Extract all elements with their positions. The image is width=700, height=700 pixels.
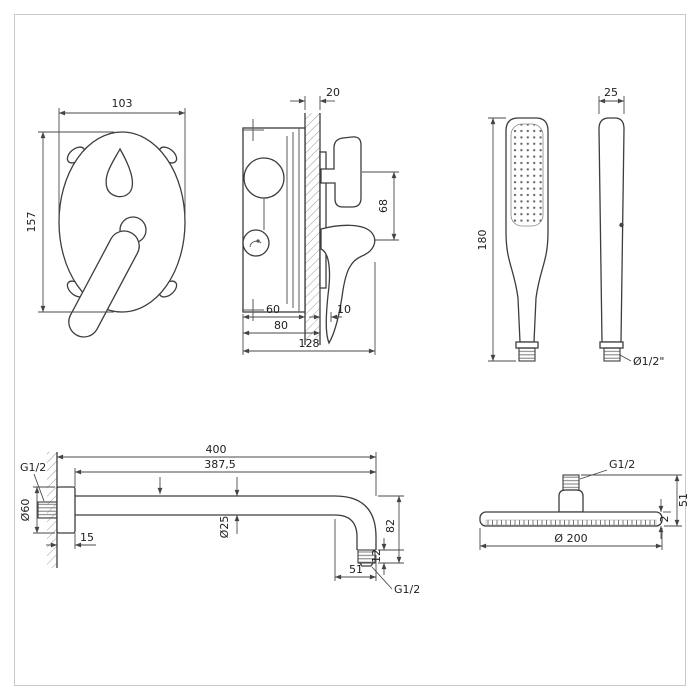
dim-pipe-diameter-25: Ø25 — [157, 477, 240, 539]
wall-flange — [56, 486, 76, 534]
dim-rim-2: 2 — [658, 499, 671, 539]
dim-label: 103 — [112, 97, 133, 110]
dim-length-180: 180 — [476, 117, 516, 362]
label-head-thread: G1/2 — [579, 458, 635, 480]
mode-button — [619, 222, 624, 228]
dim-width-25: 25 — [598, 86, 625, 114]
dim-gap-10: 10 — [309, 303, 351, 322]
dim-label: 2 — [658, 516, 671, 523]
mixer-front-view: 103 157 — [25, 97, 186, 338]
dim-label: G1/2 — [20, 461, 46, 474]
dim-depth-80: 80 — [242, 319, 321, 336]
connector — [558, 489, 584, 513]
dim-spacing-68: 68 — [362, 171, 399, 241]
tip-chamfer — [359, 562, 374, 567]
dim-label: G1/2 — [394, 583, 420, 596]
dim-label: 387,5 — [204, 458, 236, 471]
valve-body — [243, 157, 285, 199]
label-tip-thread: G1/2 — [371, 566, 420, 596]
hand-shower-side — [598, 117, 625, 343]
page-border — [14, 14, 686, 686]
head-shower-view: G1/2 51 2 Ø 200 — [479, 458, 690, 550]
tip-thread — [357, 549, 376, 564]
dim-connector-thread: Ø1/2" — [619, 354, 664, 368]
dim-label: 60 — [266, 303, 280, 316]
collar-right — [599, 341, 624, 349]
dim-label: 15 — [80, 531, 94, 544]
dim-diameter-200: Ø 200 — [479, 528, 663, 550]
nozzle-band — [485, 519, 657, 526]
connector-thread — [562, 474, 580, 491]
dim-label: 82 — [384, 519, 397, 533]
spout-side-profile — [320, 224, 376, 345]
mixer-side-view: 20 68 60 10 80 128 — [242, 86, 399, 355]
hand-shower-view: 25 180 Ø1/2" — [476, 86, 664, 368]
dim-height-157: 157 — [25, 131, 114, 313]
trim-plate — [319, 151, 327, 289]
dim-wall-20: 20 — [290, 86, 340, 110]
plaster-shield-lines — [286, 128, 300, 312]
label-wall-thread: G1/2 — [20, 461, 46, 502]
wall-thread-nipple — [37, 501, 58, 519]
shower-arm-view: 400 387,5 G1/2 Ø60 15 Ø25 — [19, 443, 420, 596]
dim-flange-depth-15: 15 — [46, 531, 96, 549]
rough-in-box — [242, 127, 306, 313]
handle-side-profile — [320, 136, 362, 208]
logo-mark — [249, 239, 262, 248]
dim-connector-51: 51 — [581, 474, 690, 527]
dim-label: 80 — [274, 319, 288, 332]
cartridge-opening — [105, 147, 134, 198]
dim-label: 51 — [349, 563, 363, 576]
dim-length-400: 400 — [56, 443, 377, 496]
thread-right — [603, 347, 621, 362]
collar-left — [515, 341, 539, 349]
dim-label: Ø 200 — [554, 532, 587, 545]
dim-depth-128: 128 — [242, 262, 376, 355]
dim-label: 157 — [25, 212, 38, 233]
dim-label: 128 — [299, 337, 320, 350]
wall-hatch — [305, 113, 320, 345]
logo-badge — [242, 229, 270, 257]
dim-label: 10 — [337, 303, 351, 316]
dim-label: 25 — [604, 86, 618, 99]
bend-outer — [334, 495, 377, 550]
dim-offset-51: 51 — [334, 519, 377, 581]
dim-label: Ø1/2" — [633, 355, 664, 368]
thread-left — [518, 347, 536, 362]
dim-label: Ø60 — [19, 499, 32, 522]
mixer-lever — [68, 230, 140, 338]
spray-face — [510, 123, 544, 227]
dim-drop-82: 82 — [378, 495, 404, 564]
dim-label: 51 — [677, 493, 690, 507]
dim-length-387-5: 387,5 — [74, 458, 377, 487]
dim-label: 400 — [206, 443, 227, 456]
dim-label: G1/2 — [609, 458, 635, 471]
dim-label: 180 — [476, 230, 489, 251]
bend-inner — [334, 514, 358, 550]
dim-label: Ø25 — [218, 516, 231, 539]
dim-label: 12 — [370, 549, 383, 563]
dim-flange-60: Ø60 — [19, 486, 55, 534]
dim-width-103: 103 — [58, 97, 186, 215]
dim-label: 20 — [326, 86, 340, 99]
dim-label: 68 — [377, 199, 390, 213]
